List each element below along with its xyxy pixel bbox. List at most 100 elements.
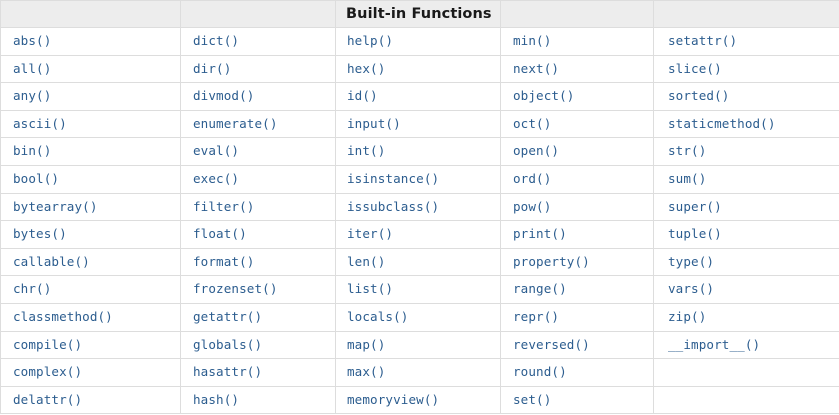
- function-link[interactable]: property(): [513, 253, 590, 269]
- function-link[interactable]: locals(): [347, 308, 409, 324]
- function-link[interactable]: print(): [513, 226, 567, 242]
- function-link[interactable]: compile(): [13, 336, 83, 352]
- function-cell: repr(): [500, 303, 654, 332]
- function-link[interactable]: hash(): [193, 391, 240, 407]
- function-cell: object(): [500, 82, 654, 111]
- function-cell: compile(): [0, 331, 181, 360]
- function-link[interactable]: sum(): [668, 170, 707, 186]
- function-cell: type(): [653, 248, 839, 277]
- function-link[interactable]: float(): [193, 226, 247, 242]
- function-link[interactable]: setattr(): [668, 33, 738, 48]
- function-cell: min(): [500, 27, 654, 56]
- function-link[interactable]: next(): [513, 60, 560, 76]
- function-link[interactable]: all(): [13, 60, 52, 76]
- function-cell: globals(): [180, 331, 336, 360]
- function-link[interactable]: pow(): [513, 198, 552, 214]
- function-cell: hash(): [180, 386, 336, 415]
- table-row: bytes() float() iter() print() tuple(): [0, 220, 839, 249]
- function-cell: map(): [335, 331, 501, 360]
- function-link[interactable]: ascii(): [13, 115, 67, 131]
- function-cell: eval(): [180, 137, 336, 166]
- function-link[interactable]: bool(): [13, 170, 60, 186]
- function-link[interactable]: open(): [513, 143, 560, 159]
- function-link[interactable]: oct(): [513, 115, 552, 131]
- function-link[interactable]: callable(): [13, 253, 90, 269]
- table-row: callable() format() len() property() type(): [0, 248, 839, 277]
- function-link[interactable]: sorted(): [668, 88, 730, 104]
- function-cell: exec(): [180, 165, 336, 194]
- function-cell: open(): [500, 137, 654, 166]
- table-row: all() dir() hex() next() slice(): [0, 55, 839, 84]
- function-cell: oct(): [500, 110, 654, 139]
- function-link[interactable]: reversed(): [513, 336, 590, 352]
- function-cell: sum(): [653, 165, 839, 194]
- function-link[interactable]: divmod(): [193, 88, 255, 104]
- function-link[interactable]: frozenset(): [193, 281, 278, 297]
- function-link[interactable]: filter(): [193, 198, 255, 214]
- function-link[interactable]: input(): [347, 115, 401, 131]
- function-cell: vars(): [653, 275, 839, 304]
- function-link[interactable]: getattr(): [193, 308, 263, 324]
- function-link[interactable]: staticmethod(): [668, 115, 776, 131]
- function-link[interactable]: dir(): [193, 60, 232, 76]
- function-cell: __import__(): [653, 331, 839, 360]
- function-link[interactable]: any(): [13, 88, 52, 104]
- function-cell: isinstance(): [335, 165, 501, 194]
- function-link[interactable]: complex(): [13, 364, 83, 380]
- function-link[interactable]: bin(): [13, 143, 52, 159]
- function-link[interactable]: dict(): [193, 33, 240, 48]
- function-link[interactable]: tuple(): [668, 226, 722, 242]
- function-link[interactable]: bytes(): [13, 226, 67, 242]
- function-link[interactable]: globals(): [193, 336, 263, 352]
- function-link[interactable]: vars(): [668, 281, 715, 297]
- function-link[interactable]: issubclass(): [347, 198, 440, 214]
- function-link[interactable]: max(): [347, 364, 386, 380]
- function-cell: super(): [653, 193, 839, 222]
- function-cell: len(): [335, 248, 501, 277]
- function-link[interactable]: min(): [513, 33, 552, 48]
- function-link[interactable]: super(): [668, 198, 722, 214]
- function-link[interactable]: set(): [513, 391, 552, 407]
- table-title: Built-in Functions: [335, 0, 501, 28]
- header-cell-4: [500, 0, 654, 28]
- function-link[interactable]: enumerate(): [193, 115, 278, 131]
- function-link[interactable]: object(): [513, 88, 575, 104]
- function-link[interactable]: round(): [513, 364, 567, 380]
- function-link[interactable]: format(): [193, 253, 255, 269]
- function-cell: sorted(): [653, 82, 839, 111]
- function-link[interactable]: exec(): [193, 170, 240, 186]
- function-link[interactable]: abs(): [13, 33, 52, 48]
- function-link[interactable]: slice(): [668, 60, 722, 76]
- function-link[interactable]: range(): [513, 281, 567, 297]
- function-link[interactable]: map(): [347, 336, 386, 352]
- function-link[interactable]: iter(): [347, 226, 394, 242]
- function-cell: callable(): [0, 248, 181, 277]
- function-link[interactable]: bytearray(): [13, 198, 98, 214]
- function-cell: issubclass(): [335, 193, 501, 222]
- function-link[interactable]: zip(): [668, 308, 707, 324]
- function-link[interactable]: eval(): [193, 143, 240, 159]
- function-link[interactable]: len(): [347, 253, 386, 269]
- function-cell: bin(): [0, 137, 181, 166]
- function-link[interactable]: help(): [347, 33, 394, 48]
- function-link[interactable]: ord(): [513, 170, 552, 186]
- header-cell-5: [653, 0, 839, 28]
- function-link[interactable]: type(): [668, 253, 715, 269]
- header-cell-2: [180, 0, 336, 28]
- function-link[interactable]: chr(): [13, 281, 52, 297]
- function-link[interactable]: int(): [347, 143, 386, 159]
- function-cell: all(): [0, 55, 181, 84]
- function-link[interactable]: hex(): [347, 60, 386, 76]
- function-link[interactable]: str(): [668, 143, 707, 159]
- function-link[interactable]: isinstance(): [347, 170, 440, 186]
- function-link[interactable]: delattr(): [13, 391, 83, 407]
- function-link[interactable]: memoryview(): [347, 391, 440, 407]
- function-link[interactable]: hasattr(): [193, 364, 263, 380]
- function-cell: next(): [500, 55, 654, 84]
- function-link[interactable]: classmethod(): [13, 308, 113, 324]
- function-link[interactable]: id(): [347, 88, 378, 104]
- function-link[interactable]: list(): [347, 281, 394, 297]
- function-link[interactable]: repr(): [513, 308, 560, 324]
- function-link[interactable]: __import__(): [668, 336, 761, 352]
